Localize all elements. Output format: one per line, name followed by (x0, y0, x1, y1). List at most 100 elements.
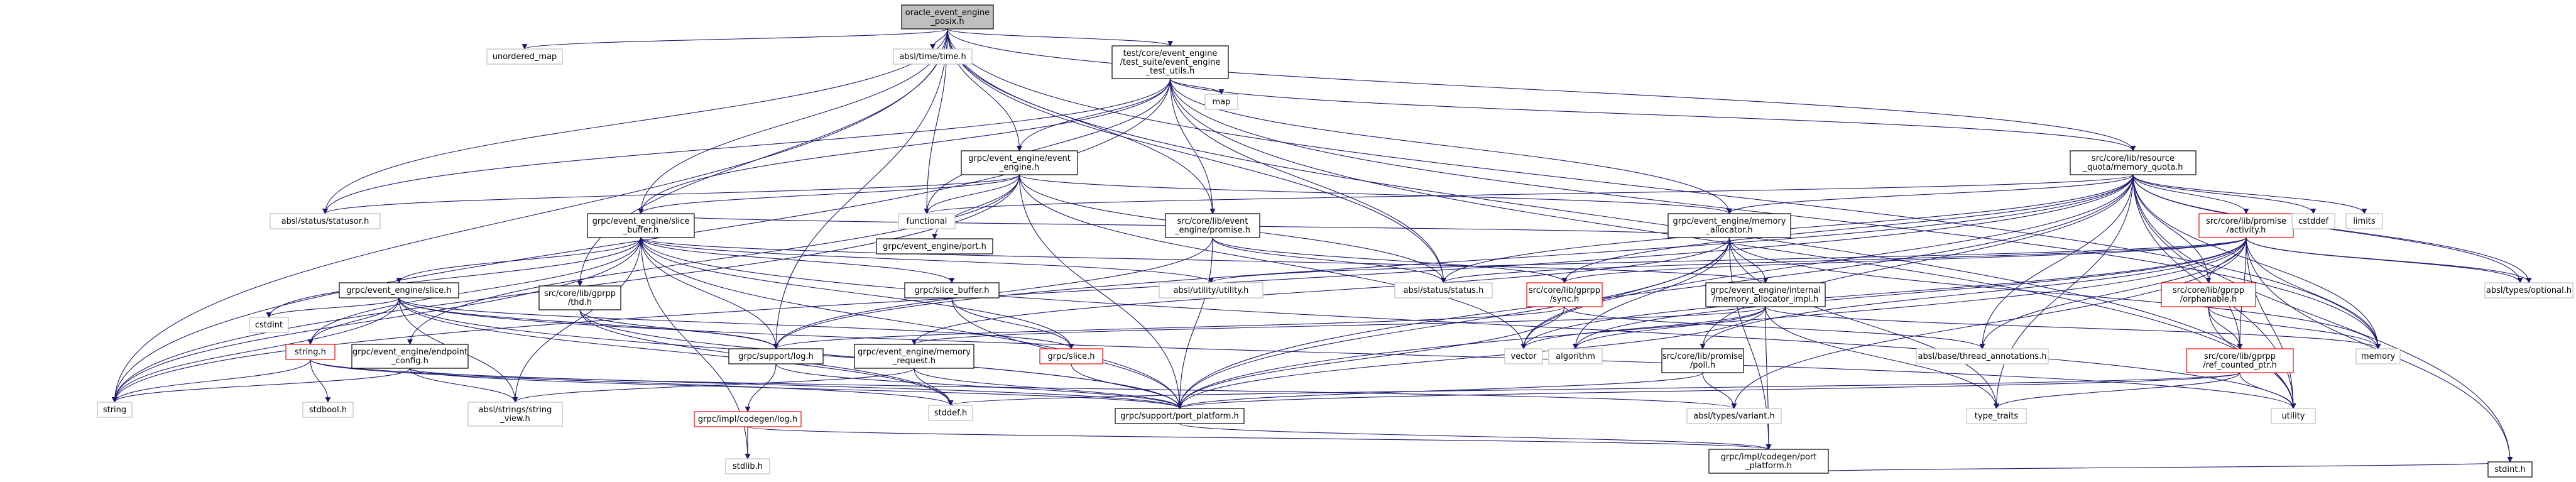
edge-root-to-status_h (947, 28, 1446, 283)
node-box (1916, 348, 2049, 364)
node-log-h[interactable]: grpc/support/log.h (728, 348, 824, 364)
node-mem-alloc-impl[interactable]: grpc/event_engine/internal/memory_alloca… (1705, 282, 1826, 307)
node-ee-slice[interactable]: grpc/event_engine/slice.h (339, 282, 459, 299)
edge-memory_quota-to-limits (2132, 174, 2367, 214)
edge-slice_buffer-to-cstdint (266, 237, 641, 318)
node-label: string (103, 405, 126, 415)
edge-ee_promise-to-sync (1212, 237, 1568, 283)
node-ee-port[interactable]: grpc/event_engine/port.h (876, 238, 993, 255)
node-orphanable[interactable]: src/core/lib/gprpp/orphanable.h (2161, 282, 2256, 307)
node-ee-event-engine[interactable]: grpc/event_engine/event_engine.h (961, 150, 1078, 175)
node-box (2355, 348, 2401, 364)
node-label: src/core/lib/resource (2092, 154, 2175, 163)
edge-ref_counted-to-port_platform (1177, 372, 2240, 409)
node-grpc-slice[interactable]: grpc/slice.h (1039, 348, 1103, 364)
edge-memory_quota-to-memory (2132, 174, 2381, 349)
edge-memory_quota-to-type_traits (1994, 174, 2134, 409)
edge-log_h-to-impl_log (745, 363, 777, 412)
node-label: stdlib.h (733, 462, 763, 471)
node-label: src/core/lib/gprpp (2173, 286, 2244, 295)
node-label: oracle_event_engine (905, 8, 990, 18)
edge-slice_buffer-to-utility (640, 237, 2296, 409)
node-label: utility (2282, 412, 2305, 421)
node-status-statusor: absl/status/statusor.h (270, 213, 381, 229)
node-box (97, 402, 133, 418)
node-label: test/core/event_engine (1123, 49, 1218, 58)
edge-mem_alloc_impl-to-vector (1520, 306, 1766, 349)
node-box (270, 213, 381, 229)
node-box (1394, 282, 1493, 299)
node-box (901, 4, 994, 30)
edge-slice_buffer-to-ee_slice (396, 237, 641, 283)
node-ref-counted[interactable]: src/core/lib/gprpp/ref_counted_ptr.h (2186, 348, 2294, 373)
node-box (249, 317, 289, 333)
node-sync[interactable]: src/core/lib/gprpp/sync.h (1526, 282, 1603, 307)
node-label: _posix.h (930, 17, 964, 26)
node-slice-buffer[interactable]: grpc/event_engine/slice_buffer.h (587, 213, 695, 238)
header-nodes: oracle_event_engine_posix.h test/core/eve… (97, 4, 2573, 478)
node-type-traits: type_traits (1966, 408, 2027, 424)
edge-root-to-utility (947, 28, 2296, 409)
edge-sync-to-thread_ann (1564, 306, 1985, 349)
edge-orphanable-to-ref_counted (2208, 306, 2243, 349)
node-label: string.h (295, 348, 326, 357)
edge-mem_alloc_impl-to-slice_buffer (638, 237, 1766, 283)
edge-poll-to-port_platform (1177, 372, 1703, 409)
edge-orphanable-to-memory (2208, 306, 2381, 349)
node-poll[interactable]: src/core/lib/promise/poll.h (1661, 348, 1744, 373)
node-vector: vector (1504, 348, 1543, 364)
edge-memory_quota-to-cstddef (2132, 174, 2317, 214)
edge-slice_buffer-to-log_h (640, 237, 779, 349)
edge-memory_quota-to-ref_counted (2132, 174, 2243, 349)
node-impl-port-platform[interactable]: grpc/impl/codegen/port_platform.h (1708, 449, 1829, 474)
edge-ee_event_engine-to-status_statusor (322, 174, 1020, 214)
node-box (2345, 213, 2383, 229)
node-string-h[interactable]: string.h (285, 344, 336, 360)
edge-ref_counted-to-utility (2239, 372, 2296, 409)
node-stdint[interactable]: stdint.h (2487, 461, 2533, 478)
node-activity[interactable]: src/core/lib/promise/activity.h (2198, 213, 2294, 238)
node-label: grpc/event_engine/endpoint (352, 348, 467, 357)
node-memory-allocator[interactable]: grpc/event_engine/memory_allocator.h (1667, 213, 1791, 238)
node-ee-promise[interactable]: src/core/lib/event_engine/promise.h (1165, 213, 1260, 238)
node-memory-quota[interactable]: src/core/lib/resource_quota/memory_quota… (2070, 150, 2197, 175)
node-box (1111, 45, 1229, 79)
edge-activity-to-optional (2246, 237, 2532, 283)
node-root[interactable]: oracle_event_engine_posix.h (901, 4, 994, 30)
node-algorithm: algorithm (1548, 348, 1603, 364)
node-label: /test_suite/event_engine (1120, 58, 1221, 67)
edge-memory_quota-to-thread_ann (1979, 174, 2134, 349)
node-mem-request[interactable]: grpc/event_engine/memory_request.h (854, 344, 974, 369)
edge-activity-to-port_platform (1177, 237, 2247, 409)
edge-mem_alloc_impl-to-mem_request (911, 306, 1766, 345)
node-impl-log[interactable]: grpc/impl/codegen/log.h (694, 411, 802, 427)
node-grpc-slice-buffer[interactable]: grpc/slice_buffer.h (904, 282, 1000, 299)
node-label: absl/base/thread_annotations.h (1918, 352, 2047, 361)
node-box (2161, 282, 2256, 307)
node-test-utils[interactable]: test/core/event_engine/test_suite/event_… (1111, 45, 1229, 79)
node-gprpp-thd[interactable]: src/core/lib/gprpp/thd.h (538, 285, 621, 310)
node-label: _engine/promise.h (1174, 226, 1250, 235)
node-box (1526, 282, 1603, 307)
edge-activity-to-status_h (1441, 237, 2247, 283)
node-endpoint-config[interactable]: grpc/event_engine/endpoint_config.h (351, 344, 469, 369)
node-label: type_traits (1975, 412, 2019, 421)
edge-memory_quota-to-log_h (773, 174, 2134, 349)
node-box (1165, 213, 1260, 238)
node-label: absl/utility/utility.h (1174, 286, 1249, 295)
edge-endpoint_config-to-port_platform (409, 368, 1182, 409)
edge-slice_buffer-to-grpc_slice_buffer (640, 237, 955, 283)
node-label: /activity.h (2227, 226, 2266, 235)
node-utility: utility (2271, 408, 2316, 424)
node-box (302, 402, 354, 418)
node-port-platform[interactable]: grpc/support/port_platform.h (1115, 408, 1245, 424)
node-label: grpc/event_engine/slice.h (346, 286, 451, 295)
edge-memory_quota-to-stdint (2132, 174, 2513, 463)
edge-string_h-to-stddef (310, 359, 954, 406)
edge-test_utils-to-memory_quota (1169, 78, 2136, 151)
edge-impl_port_platform-to-stdint (1768, 461, 2513, 474)
edge-root-to-string (112, 28, 948, 403)
node-abs-time: absl/time/time.h (893, 48, 973, 65)
node-box (904, 282, 1000, 299)
